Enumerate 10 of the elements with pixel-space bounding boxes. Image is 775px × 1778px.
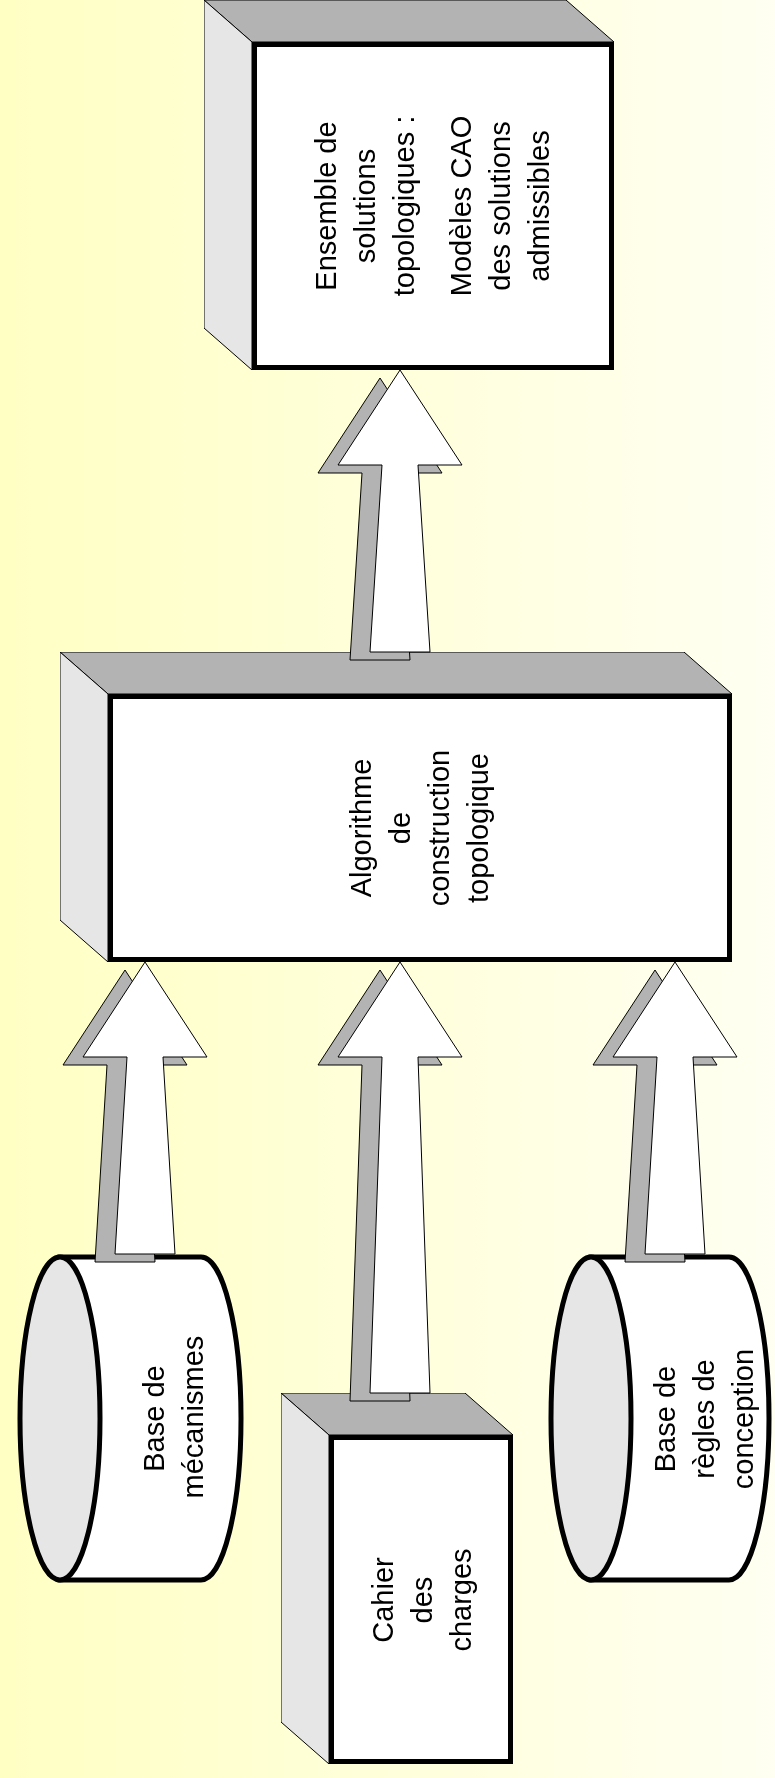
node-text: Modèles CAO des solutions admissibles	[444, 114, 556, 299]
block-arrow	[62, 961, 208, 1263]
block-arrow	[317, 961, 463, 1402]
block-arrow	[592, 961, 738, 1263]
node-text: Ensemble de solutions topologiques :	[309, 114, 421, 299]
node-text: Cahier des charges	[364, 1546, 478, 1654]
node-text: Base de règles de conception	[646, 1347, 760, 1491]
node-text: Algorithme de construction topologique	[344, 748, 495, 909]
block-arrow	[317, 369, 463, 661]
node-text: Base de mécanismes	[136, 1338, 210, 1499]
